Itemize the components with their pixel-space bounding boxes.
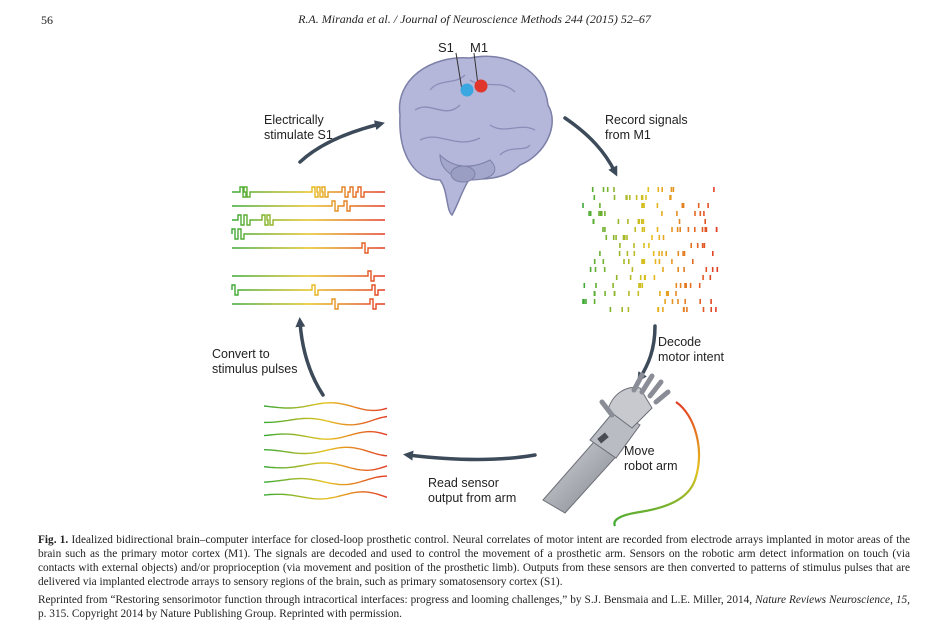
pulse-trace [232, 242, 385, 254]
sensor-trace [263, 401, 388, 412]
sensor-trace [263, 430, 388, 440]
pulse-trace [232, 298, 385, 310]
pulse-trace [232, 214, 385, 226]
m1-electrode-dot [474, 79, 488, 93]
caption-body: Fig. 1. Idealized bidirectional brain–co… [38, 533, 910, 589]
step-stimulate-label: Electrically stimulate S1 [264, 113, 333, 142]
sensor-trace [263, 475, 387, 486]
pulse-trace [231, 284, 385, 296]
caption-credit: Reprinted from “Restoring sensorimotor f… [38, 594, 910, 621]
sensor-trace [263, 462, 388, 472]
pulse-trace [232, 186, 385, 198]
step-decode-label: Decode motor intent [658, 335, 725, 364]
robot-arm-illustration [542, 372, 700, 527]
caption-label: Fig. 1. [38, 534, 69, 546]
running-title: R.A. Miranda et al. / Journal of Neurosc… [298, 12, 651, 26]
sensor-trace [263, 446, 388, 457]
pulse-trace [232, 200, 385, 212]
page-number: 56 [41, 13, 53, 27]
sensor-trace [264, 415, 388, 426]
pulse-trace [232, 270, 385, 282]
spike-raster [582, 187, 719, 312]
brain-illustration [398, 52, 553, 217]
caption-text: Idealized bidirectional brain–computer i… [38, 534, 910, 589]
sensor-trace [263, 491, 388, 500]
step-convert-label: Convert to stimulus pulses [212, 347, 298, 376]
step-move-label: Move robot arm [624, 444, 678, 473]
pulse-trace [231, 228, 385, 240]
stimulus-pulse-traces [231, 186, 385, 310]
bci-loop-figure: S1 M1 [231, 40, 719, 527]
step-read-label: Read sensor output from arm [428, 476, 517, 505]
sensor-output-traces [263, 401, 388, 500]
s1-label: S1 [438, 40, 454, 55]
figure-caption: Fig. 1. Idealized bidirectional brain–co… [38, 533, 910, 622]
step-record-label: Record signals from M1 [605, 113, 688, 142]
m1-label: M1 [470, 40, 488, 55]
s1-electrode-dot [460, 83, 474, 97]
